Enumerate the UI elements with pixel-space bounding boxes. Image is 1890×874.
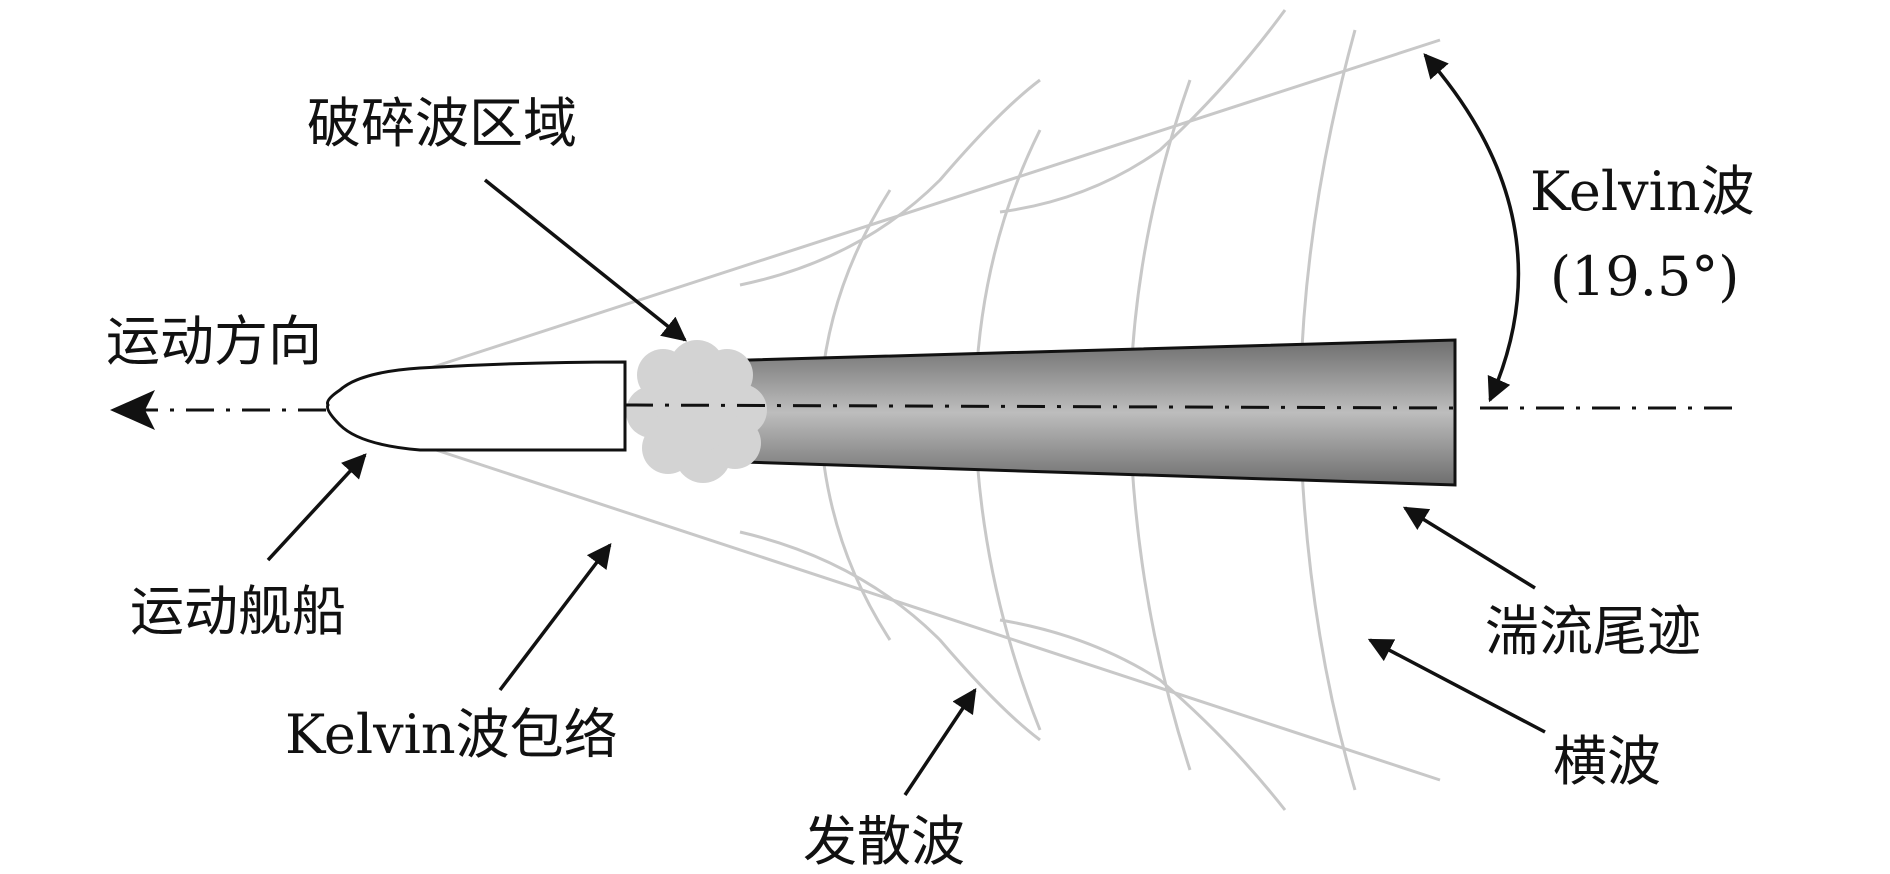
divergent-wave-line: [739, 530, 1041, 742]
label-kelvin-angle: (19.5°): [1550, 245, 1739, 308]
divergent-wave-line: [739, 78, 1041, 287]
kelvin-envelope-lower: [429, 446, 1441, 782]
kelvin-envelope-arrow: [498, 543, 612, 692]
label-turbulent-wake: 湍流尾迹: [1485, 600, 1701, 663]
label-motion-direction: 运动方向: [106, 310, 322, 373]
ship-hull: [326, 360, 627, 452]
label-moving-ship: 运动舰船: [130, 580, 346, 643]
transverse-wave-arrow: [1367, 638, 1546, 734]
label-transverse-wave: 横波: [1553, 730, 1661, 793]
label-breaking-wave-region: 破碎波区域: [307, 92, 577, 155]
kelvin-angle-arc: [1423, 53, 1521, 403]
label-divergent-wave: 发散波: [803, 810, 965, 873]
divergent-wave-line: [999, 618, 1287, 811]
centerline-wake: [624, 403, 1456, 410]
moving-ship-arrow: [266, 453, 367, 562]
label-kelvin-wave: Kelvin波: [1530, 160, 1755, 223]
divergent-wave-line: [999, 9, 1287, 214]
turbulent-wake: [678, 338, 1457, 487]
breaking-wave-arrow: [483, 178, 687, 342]
motion-direction-arrowhead: [110, 390, 155, 430]
callout-arrows: [266, 178, 1546, 796]
kelvin-envelope-upper: [429, 38, 1441, 370]
divergent-waves: [739, 9, 1287, 811]
label-kelvin-envelope: Kelvin波包络: [285, 703, 618, 766]
breaking-wave-foam: [626, 340, 767, 483]
turbulent-wake-arrow: [1402, 506, 1536, 590]
divergent-wave-arrow: [903, 687, 977, 796]
kelvin-envelope-lines: [429, 38, 1441, 782]
